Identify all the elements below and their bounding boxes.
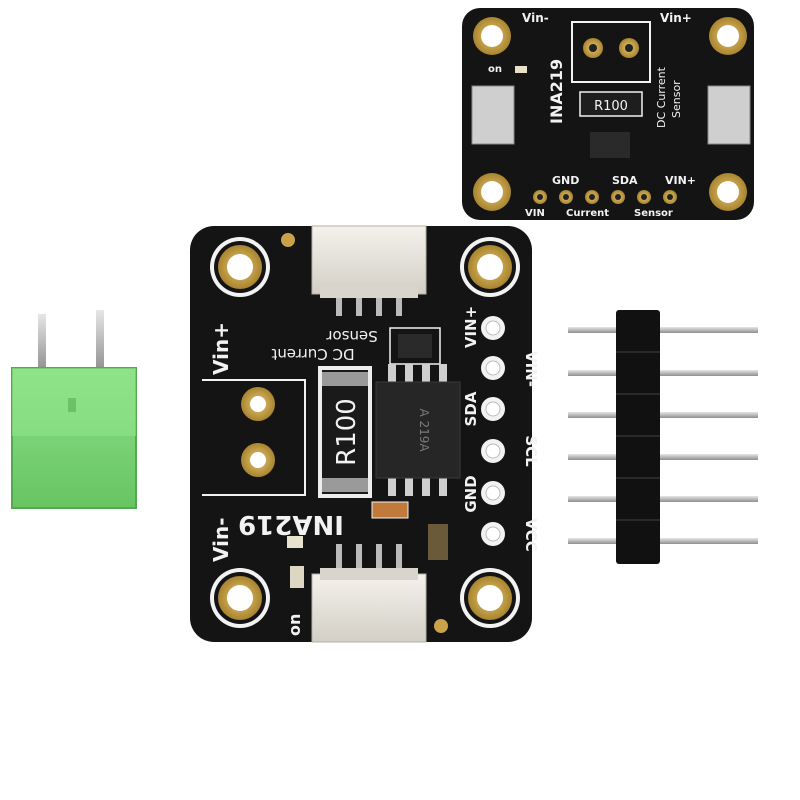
mounting-hole: [460, 568, 520, 628]
pin-label-sda: SDA: [462, 391, 480, 426]
terminal-outline: [571, 21, 651, 83]
capacitor: [428, 524, 448, 560]
small-board: R100 Vin- Vin+ on INA219 DC Current Sens…: [462, 8, 754, 220]
small-chip-label: INA219: [547, 59, 566, 124]
small-bottom-current: Current: [566, 208, 609, 219]
small-vin-plus-label: Vin+: [660, 11, 692, 25]
vin-minus-label: Vin-: [209, 517, 233, 562]
header-pin: [568, 454, 758, 460]
vin-plus-label: Vin+: [209, 322, 233, 375]
chip-marking: A 219A: [417, 408, 431, 452]
header-pin: [568, 538, 758, 544]
terminal-pads: [202, 379, 306, 496]
resistor-label: R100: [594, 99, 628, 114]
fiducial: [281, 233, 295, 247]
large-board: R100 A 219A: [190, 225, 540, 643]
mounting-hole: [709, 173, 747, 211]
terminal-pin: [96, 310, 104, 372]
terminal-pin: [38, 314, 46, 372]
ina219-chip: [590, 132, 630, 158]
pin-label-vin-plus: VIN+: [462, 306, 480, 348]
pin-label-gnd: GND: [462, 475, 480, 512]
mounting-hole: [460, 237, 520, 297]
capacitor: [290, 566, 304, 588]
stemma-connector: [707, 85, 751, 145]
power-led: [287, 536, 303, 548]
chip-label: INA219: [238, 509, 344, 539]
pin-label-scl: SCL: [522, 435, 540, 467]
pin-row: [481, 316, 505, 546]
header-pin: [568, 370, 758, 376]
small-bottom-sensor: Sensor: [634, 208, 673, 219]
small-vin-minus-label: Vin-: [522, 11, 549, 25]
small-ic: [389, 327, 441, 365]
title-sensor: Sensor: [325, 327, 377, 345]
mounting-hole: [210, 568, 270, 628]
mounting-hole: [473, 17, 511, 55]
ina219-chip: A 219A: [375, 364, 461, 496]
small-pin-row: [533, 190, 677, 204]
small-pin-sda: SDA: [612, 174, 638, 187]
small-title-sensor: Sensor: [670, 80, 683, 118]
small-pin-gnd: GND: [552, 174, 579, 187]
header-pin: [568, 496, 758, 502]
small-pin-vin-plus: VIN+: [665, 174, 696, 187]
stemma-connector-top: [311, 225, 427, 316]
shunt-resistor: [579, 91, 643, 117]
mounting-hole: [709, 17, 747, 55]
stemma-connector-bottom: [311, 544, 427, 643]
small-title-dc: DC Current: [655, 66, 668, 128]
pin-label-vcc: VCC: [522, 518, 540, 552]
mounting-hole: [210, 237, 270, 297]
shunt-resistor: R100: [318, 366, 372, 498]
small-on-label: on: [488, 64, 502, 75]
title-dc-current: DC Current: [271, 345, 354, 363]
header-pin: [568, 412, 758, 418]
header-pin: [568, 327, 758, 333]
capacitor: [371, 501, 409, 519]
stemma-connector: [471, 85, 515, 145]
small-bottom-vin: VIN: [525, 208, 545, 219]
fiducial: [434, 619, 448, 633]
mounting-hole: [473, 173, 511, 211]
terminal-block: [11, 310, 137, 509]
pin-label-vin-minus: VIN-: [522, 351, 540, 387]
pin-header: [568, 310, 758, 564]
on-label: on: [285, 614, 304, 636]
power-led: [515, 66, 527, 73]
resistor-label: R100: [332, 398, 362, 466]
